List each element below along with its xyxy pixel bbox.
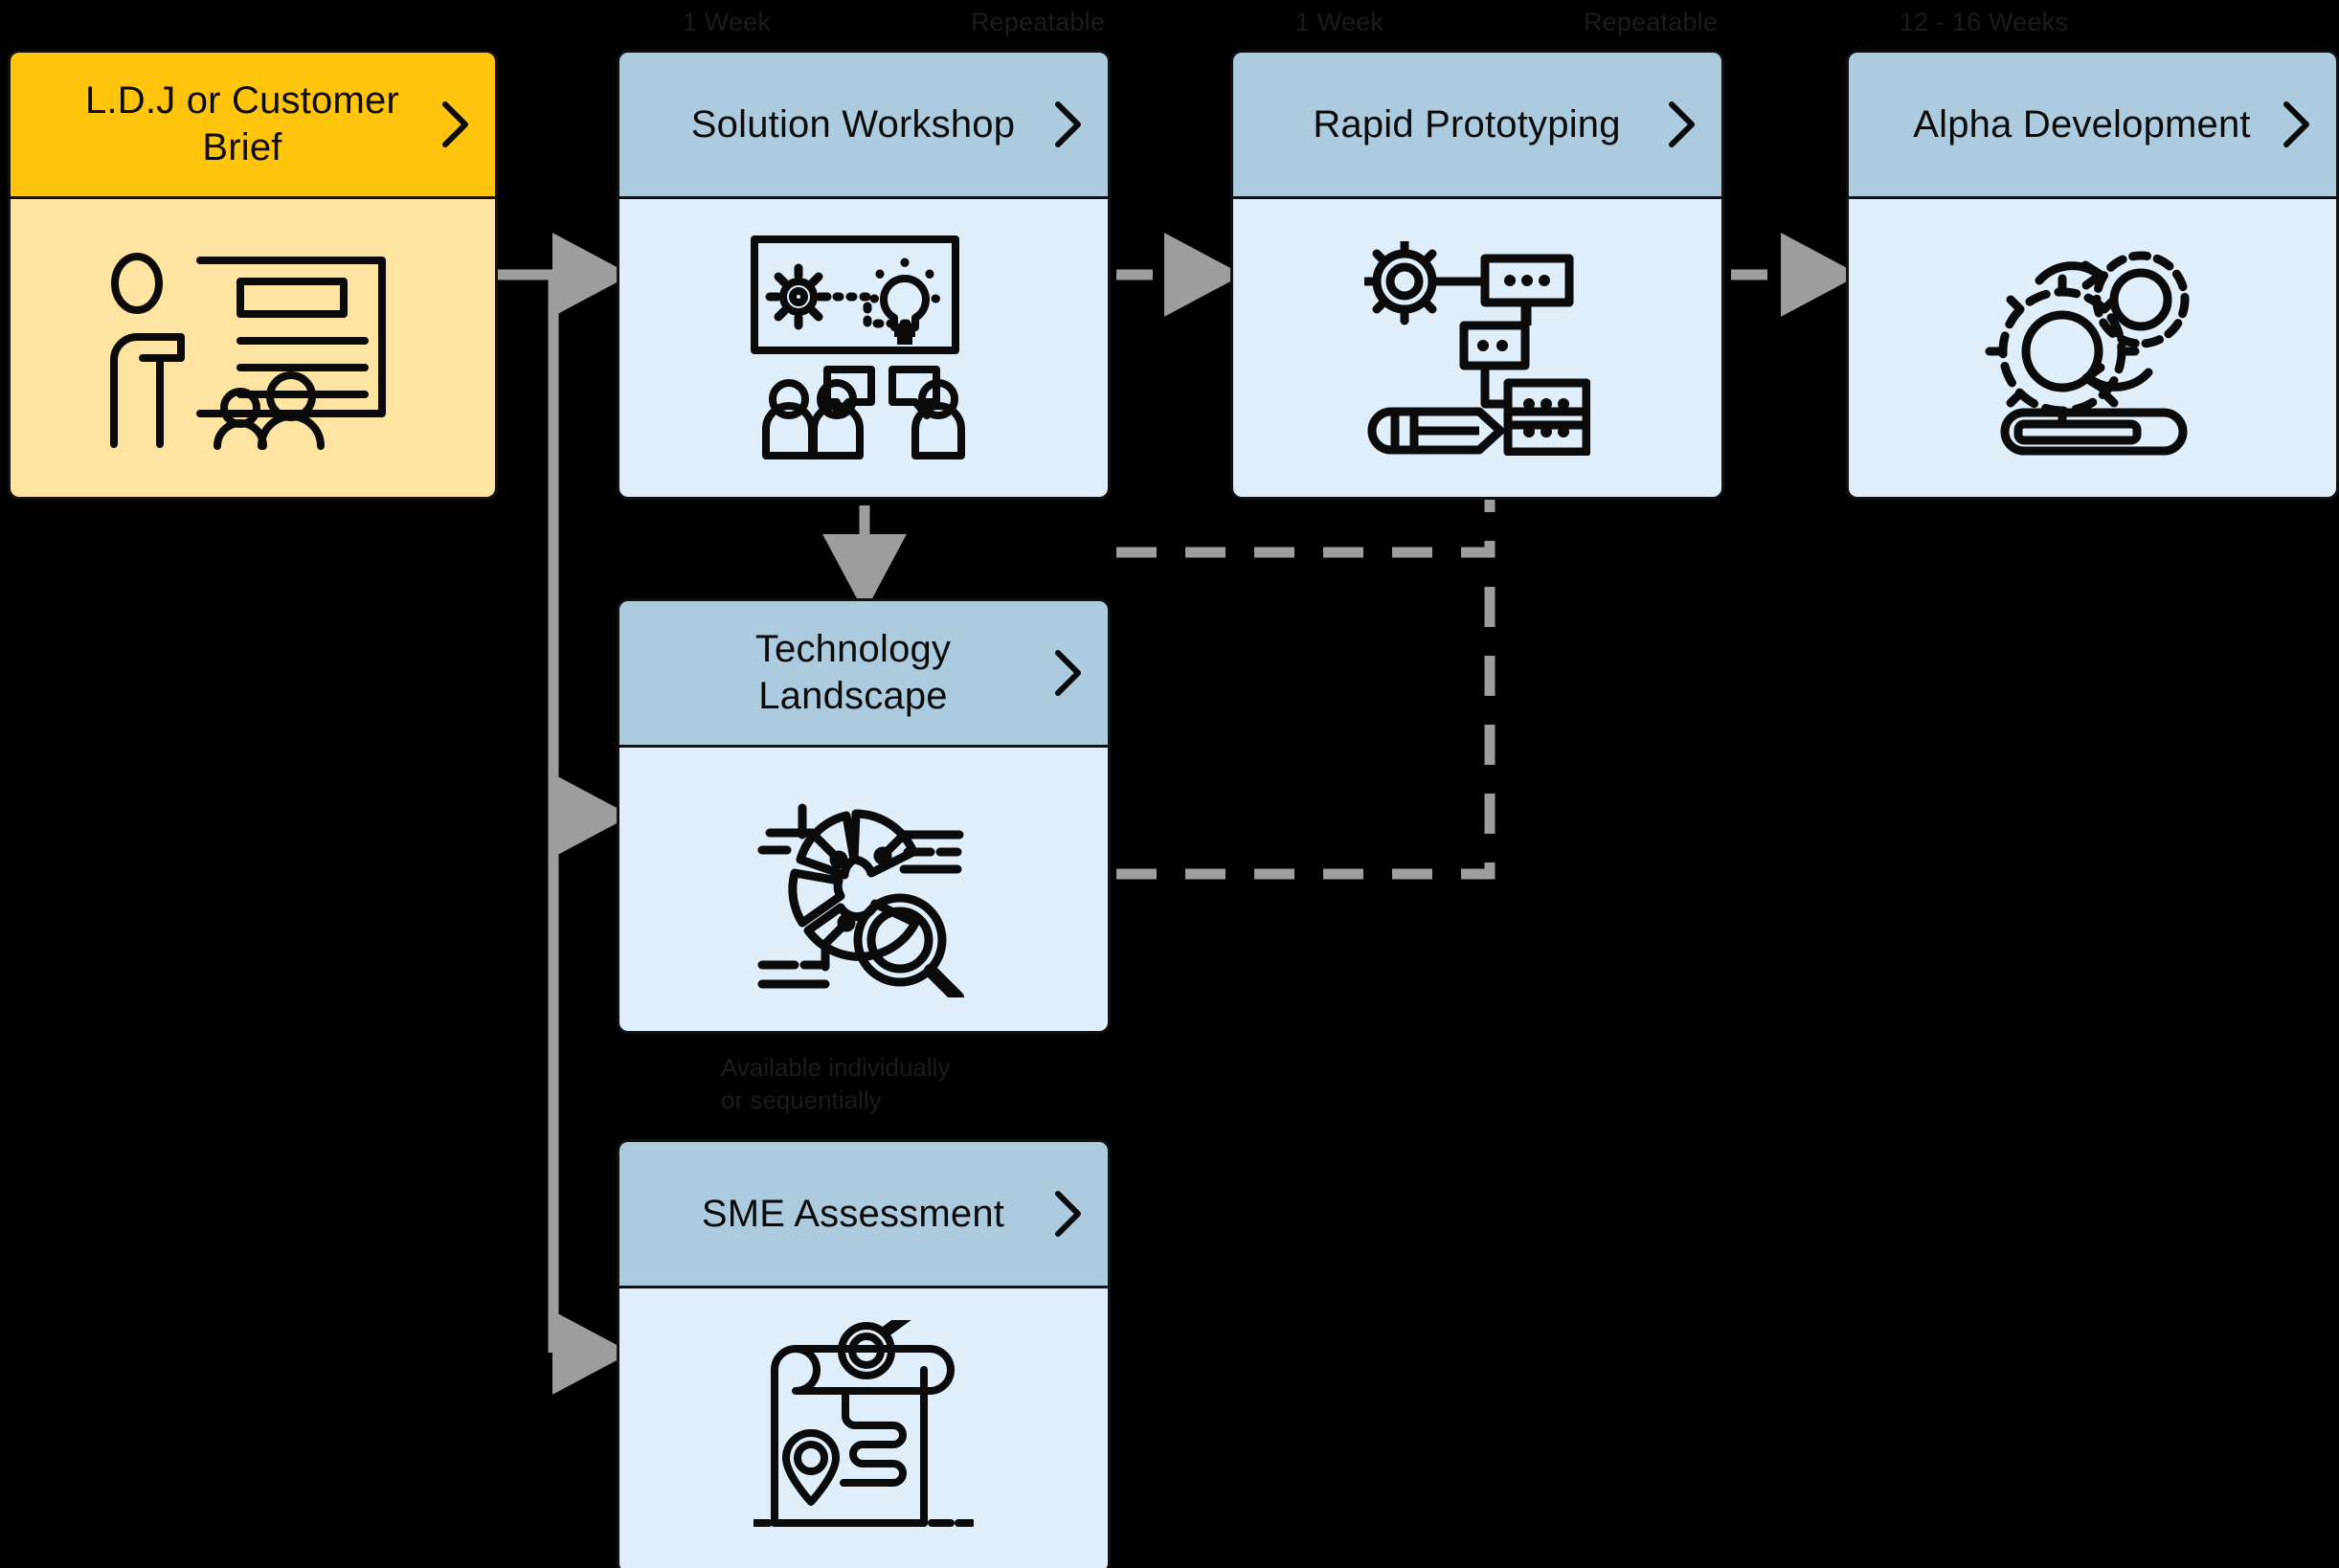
availability-note: Available individually or sequentially	[721, 1053, 951, 1115]
rapid-prototyping-card[interactable]: Rapid Prototyping	[1230, 50, 1724, 500]
ldj-or-customer-brief-card[interactable]: L.D.J or Customer Brief	[8, 50, 498, 500]
gear-flowchart-pencil-icon	[1364, 240, 1590, 456]
sme-assessment-card-header[interactable]: SME Assessment	[619, 1142, 1108, 1288]
sme-assessment-card-title: SME Assessment	[701, 1192, 1005, 1235]
chevron-right-icon[interactable]	[1052, 1189, 1085, 1239]
sme-assessment-card-body	[619, 1288, 1108, 1568]
timeline-label-repeatable-a: Repeatable	[970, 8, 1106, 36]
chevron-right-icon[interactable]	[1052, 648, 1085, 698]
solution-workshop-card[interactable]: Solution Workshop	[617, 50, 1111, 500]
roadmap-scroll-with-magnifier-and-pin-icon	[753, 1320, 974, 1527]
chevron-right-icon[interactable]	[1052, 100, 1085, 149]
sme-assessment-to-rapid-prototyping-arrow	[1116, 574, 1496, 880]
presenter-with-board-and-audience-icon	[110, 252, 386, 450]
timeline-label-12-16-weeks: 12 - 16 Weeks	[1899, 8, 2069, 36]
solution-workshop-card-title: Solution Workshop	[690, 102, 1016, 146]
brief-branch-trunk	[498, 269, 559, 1353]
alpha-development-card-header[interactable]: Alpha Development	[1849, 53, 2336, 199]
alpha-development-card-title: Alpha Development	[1913, 102, 2251, 146]
rapid-prototyping-card-header[interactable]: Rapid Prototyping	[1233, 53, 1721, 199]
ldj-card-body	[11, 199, 495, 497]
ldj-card-header[interactable]: L.D.J or Customer Brief	[11, 53, 495, 199]
timeline-label-1-week-b: 1 Week	[1294, 8, 1384, 36]
chevron-right-icon[interactable]	[1666, 100, 1698, 149]
rapid-prototyping-card-body	[1233, 199, 1721, 497]
timeline-label-repeatable-b: Repeatable	[1583, 8, 1719, 36]
ldj-card-title: L.D.J or Customer Brief	[85, 79, 399, 168]
chevron-right-icon[interactable]	[439, 100, 472, 149]
gears-with-progress-bar-icon	[1985, 251, 2189, 455]
timeline-label-1-week-a: 1 Week	[682, 8, 772, 36]
alpha-development-card-body	[1849, 199, 2336, 497]
technology-landscape-card[interactable]: Technology Landscape	[617, 598, 1111, 1034]
technology-landscape-card-title: Technology Landscape	[754, 628, 952, 717]
solution-workshop-card-body	[619, 199, 1108, 497]
rapid-prototyping-card-title: Rapid Prototyping	[1313, 102, 1621, 146]
donut-chart-with-magnifier-icon	[757, 803, 964, 997]
technology-landscape-card-header[interactable]: Technology Landscape	[619, 601, 1108, 748]
whiteboard-gear-lightbulb-team-icon	[751, 235, 965, 459]
sme-assessment-card[interactable]: SME Assessment	[617, 1139, 1111, 1568]
alpha-development-card[interactable]: Alpha Development	[1846, 50, 2339, 500]
technology-landscape-card-body	[619, 748, 1108, 1031]
chevron-right-icon[interactable]	[2281, 100, 2313, 149]
solution-workshop-card-header[interactable]: Solution Workshop	[619, 53, 1108, 199]
